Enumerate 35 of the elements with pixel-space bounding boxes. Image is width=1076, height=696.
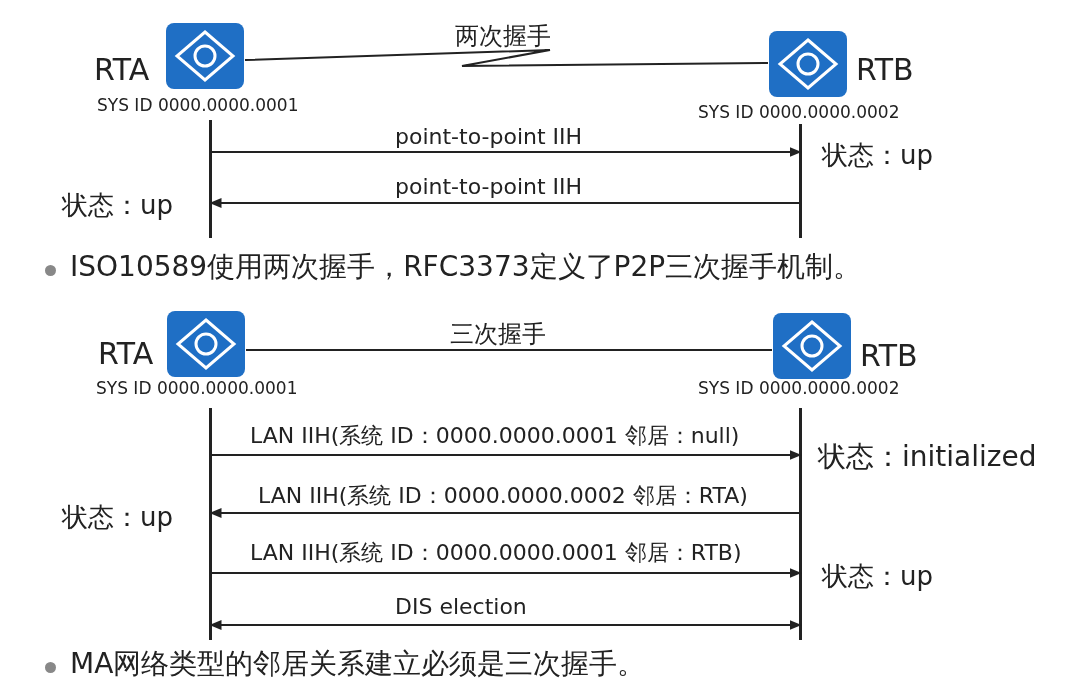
edge-label: LAN IIH(系统 ID：0000.0000.0001 邻居：RTB) (250, 539, 742, 567)
arrow (209, 620, 802, 630)
lifeline (209, 408, 212, 640)
arrow (209, 147, 802, 157)
router-name: RTA (98, 336, 154, 371)
system-id: SYS ID 0000.0000.0001 (97, 95, 299, 115)
status-text: 状态：initialized (818, 439, 1037, 475)
edge-label: 两次握手 (455, 21, 551, 52)
edge-label: DIS election (395, 594, 527, 619)
lifeline (799, 124, 802, 238)
edge-label: point-to-point IIH (395, 124, 583, 149)
status-text: 状态：up (822, 560, 933, 593)
lifeline (799, 408, 802, 640)
bullet-text: ISO10589使用两次握手，RFC3373定义了P2P三次握手机制。 (70, 249, 862, 285)
arrow (209, 508, 802, 518)
system-id: SYS ID 0000.0000.0002 (698, 102, 900, 122)
status-text: 状态：up (62, 501, 173, 534)
system-id: SYS ID 0000.0000.0002 (698, 378, 900, 398)
edge-label: LAN IIH(系统 ID：0000.0000.0001 邻居：null) (250, 422, 740, 450)
router-name: RTB (856, 52, 914, 87)
arrow (209, 450, 802, 460)
bullet-text: MA网络类型的邻居关系建立必须是三次握手。 (70, 646, 646, 682)
router-name: RTB (860, 338, 918, 373)
status-text: 状态：up (822, 139, 933, 172)
edge-label: 三次握手 (450, 319, 546, 350)
system-id: SYS ID 0000.0000.0001 (96, 378, 298, 398)
link-line (244, 49, 769, 67)
link-line (245, 349, 773, 351)
status-text: 状态：up (62, 189, 173, 222)
lifeline (209, 120, 212, 238)
edge-label: LAN IIH(系统 ID：0000.0000.0002 邻居：RTA) (258, 482, 748, 510)
edge-label: point-to-point IIH (395, 174, 583, 199)
arrow (209, 568, 802, 578)
arrow (209, 198, 802, 208)
router-name: RTA (94, 52, 150, 87)
